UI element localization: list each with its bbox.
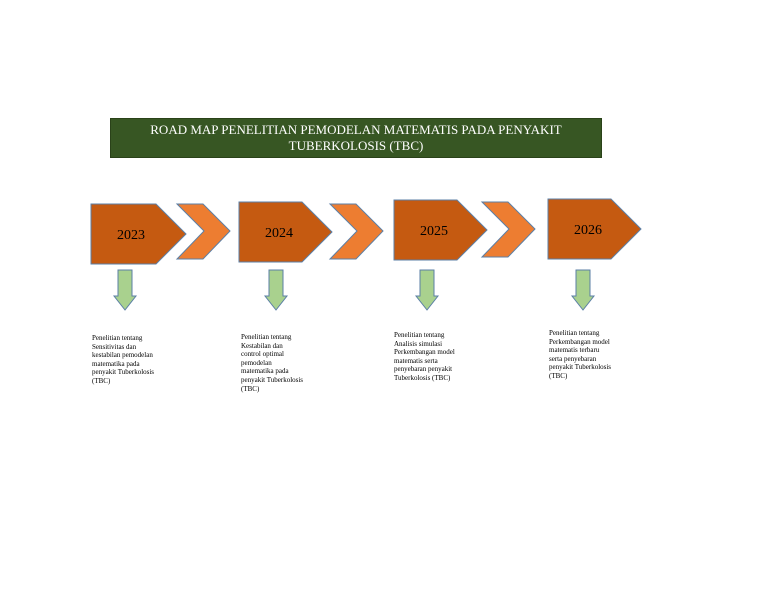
desc-line: serta penyebaran <box>549 354 597 363</box>
connector-chevron-2 <box>328 203 384 260</box>
desc-line: Perkembangan model <box>549 337 610 346</box>
down-arrow-2025 <box>414 269 440 311</box>
year-label-2023: 2023 <box>117 228 145 243</box>
desc-line: Sensitivitas dan <box>92 342 137 351</box>
roadmap-title: ROAD MAP PENELITIAN PEMODELAN MATEMATIS … <box>110 118 602 158</box>
desc-line: (TBC) <box>241 384 260 393</box>
stage-2026: 2026 <box>547 198 642 311</box>
title-line-2: TUBERKOLOSIS (TBC) <box>288 138 424 153</box>
desc-line: Tuberkolosis (TBC) <box>394 373 451 382</box>
desc-line: matematis serta <box>394 356 438 365</box>
desc-line: penyebaran penyakit <box>394 365 453 374</box>
desc-line: control optimal <box>241 350 284 359</box>
desc-line: Penelitian tentang <box>549 329 600 337</box>
down-arrow-2024 <box>263 269 289 311</box>
desc-line: Penelitian tentang <box>394 331 445 339</box>
title-line-1: ROAD MAP PENELITIAN PEMODELAN MATEMATIS … <box>150 122 562 137</box>
stage-description-2026: Penelitian tentang Perkembangan model ma… <box>549 329 635 381</box>
stage-2024: 2024 <box>238 201 333 311</box>
down-arrow-2023 <box>112 269 138 311</box>
stage-description-2024: Penelitian tentang Kestabilan dan contro… <box>241 333 327 393</box>
desc-line: (TBC) <box>549 371 568 380</box>
year-label-2024: 2024 <box>265 226 293 241</box>
year-arrow-2024 <box>238 201 333 263</box>
desc-line: Perkembangan model <box>394 348 455 357</box>
connector-chevron-3 <box>480 201 536 258</box>
desc-line: penyakit Tuberkolosis <box>92 368 155 377</box>
stage-description-2023: Penelitian tentang Sensitivitas dan kest… <box>92 334 178 386</box>
stage-2025: 2025 <box>393 199 488 311</box>
desc-line: Penelitian tentang <box>241 333 292 341</box>
desc-line: penyakit Tuberkolosis <box>549 363 612 372</box>
desc-line: penyakit Tuberkolosis <box>241 375 304 384</box>
year-label-2025: 2025 <box>420 224 448 239</box>
connector-chevron-1 <box>175 203 231 260</box>
desc-line: Penelitian tentang <box>92 334 143 342</box>
desc-line: matematis terbaru <box>549 346 600 355</box>
desc-line: (TBC) <box>92 376 111 385</box>
desc-line: kestabilan pemodelan <box>92 351 153 360</box>
down-arrow-2026 <box>570 269 596 311</box>
year-arrow-2026 <box>547 198 642 260</box>
year-arrow-2023 <box>90 203 187 265</box>
desc-line: pemodelan <box>241 358 272 367</box>
stage-2023: 2023 <box>90 203 187 311</box>
desc-line: Kestabilan dan <box>241 341 283 350</box>
desc-line: matematika pada <box>92 359 140 368</box>
year-label-2026: 2026 <box>574 223 602 238</box>
desc-line: Analisis simulasi <box>394 339 443 348</box>
stage-description-2025: Penelitian tentang Analisis simulasi Per… <box>394 331 480 383</box>
desc-line: matematika pada <box>241 367 289 376</box>
year-arrow-2025 <box>393 199 488 261</box>
